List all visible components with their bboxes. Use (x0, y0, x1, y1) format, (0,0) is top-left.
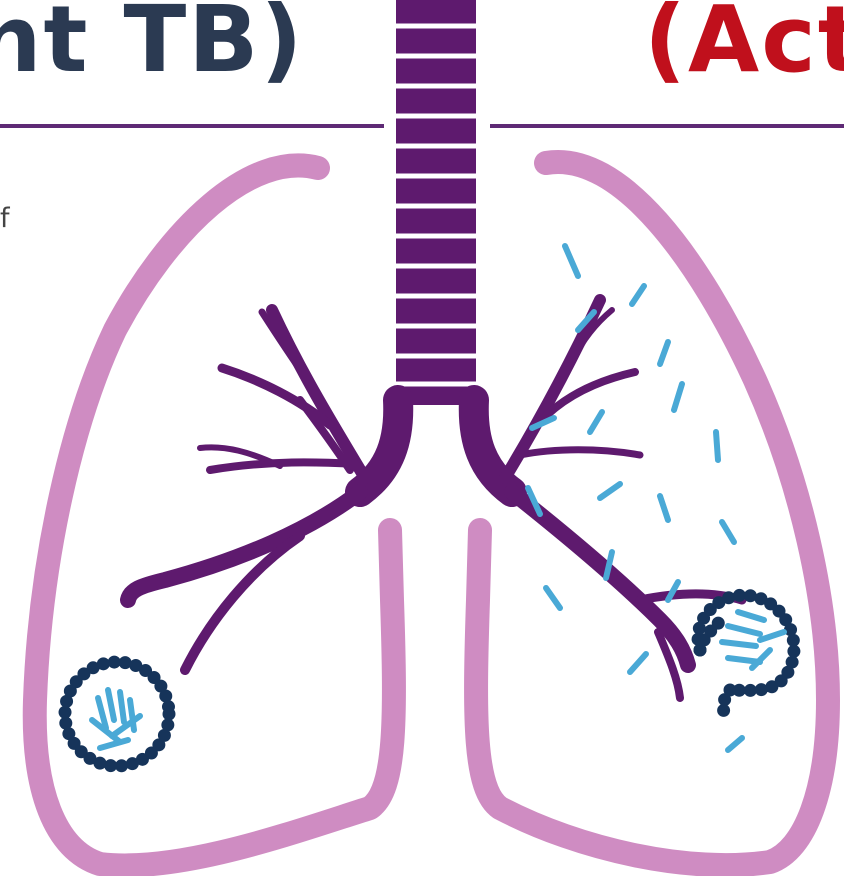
bacillus-icon (528, 246, 742, 750)
granuloma-icon (65, 662, 169, 766)
trachea-rings-icon (396, 0, 476, 405)
ruptured-granuloma-icon (698, 595, 794, 718)
